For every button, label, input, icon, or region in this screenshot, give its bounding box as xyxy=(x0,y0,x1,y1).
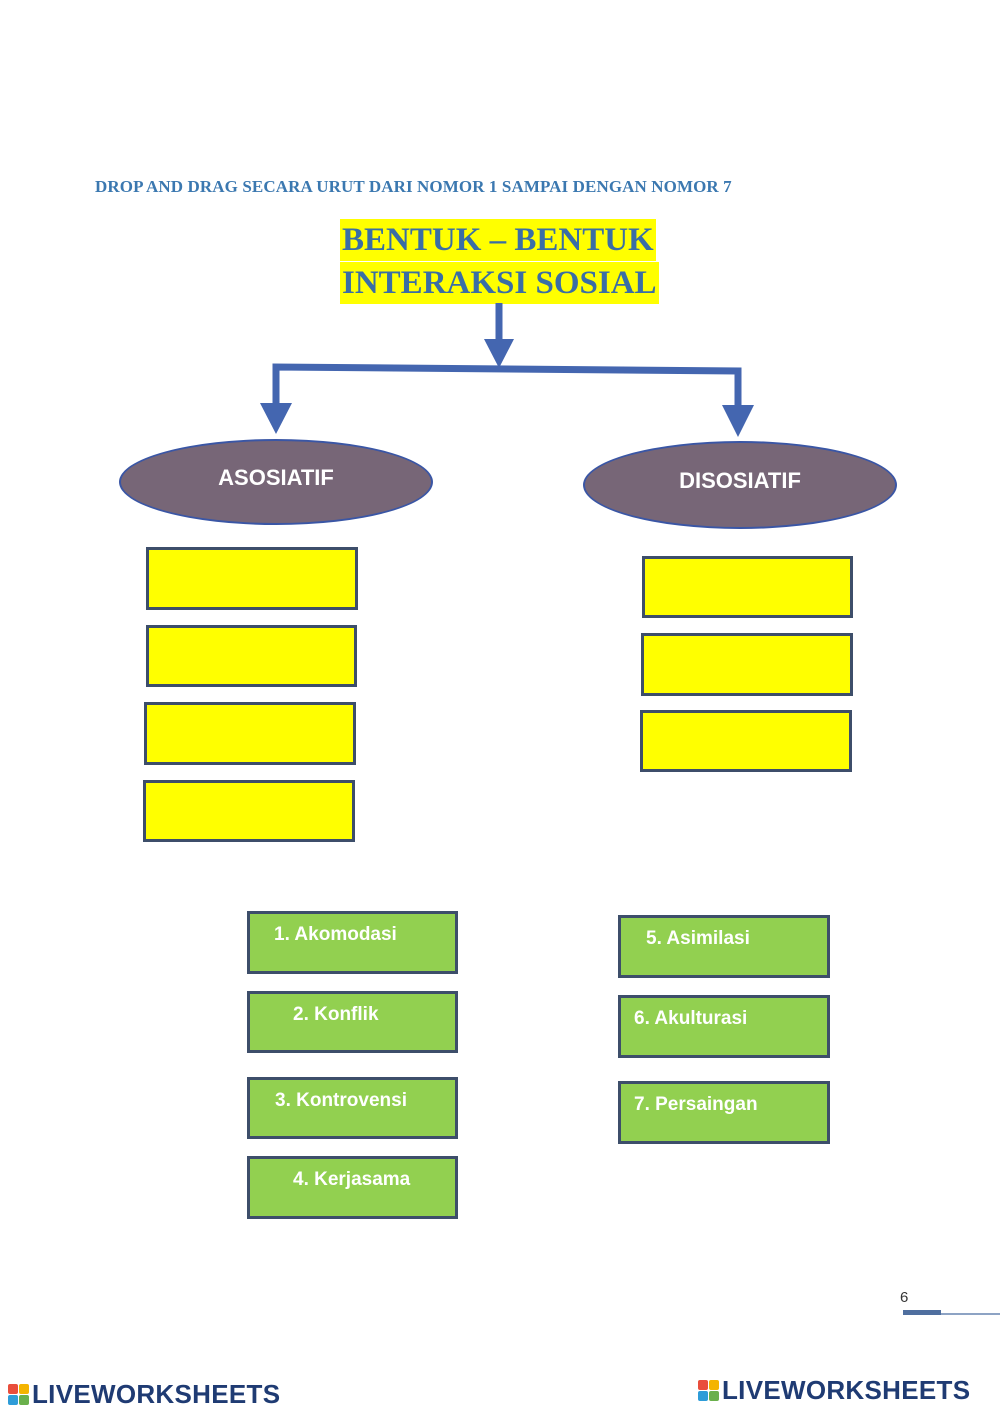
drop-zone-right-2[interactable] xyxy=(641,633,853,696)
category-disosiatif: DISOSIATIF xyxy=(583,441,897,529)
page-number: 9 xyxy=(900,1288,909,1305)
liveworksheets-logo-icon xyxy=(8,1384,29,1405)
drag-tile-label: 5. Asimilasi xyxy=(646,928,750,949)
drag-tile-kerjasama[interactable]: 4. Kerjasama xyxy=(247,1156,458,1219)
brand-name: LIVEWORKSHEETS xyxy=(722,1375,971,1405)
drag-tile-label: 3. Kontrovensi xyxy=(275,1090,407,1111)
liveworksheets-logo-left: LIVEWORKSHEETS xyxy=(8,1379,280,1410)
page-rule-light xyxy=(941,1313,1000,1315)
category-disosiatif-label: DISOSIATIF xyxy=(679,468,801,493)
drop-zone-left-3[interactable] xyxy=(144,702,356,765)
drop-zone-right-3[interactable] xyxy=(640,710,852,772)
drag-tile-asimilasi[interactable]: 5. Asimilasi xyxy=(618,915,830,978)
arrow-head-center xyxy=(484,339,514,368)
drop-zone-left-2[interactable] xyxy=(146,625,357,687)
liveworksheets-logo-right: LIVEWORKSHEETS xyxy=(698,1375,970,1406)
drag-tile-akomodasi[interactable]: 1. Akomodasi xyxy=(247,911,458,974)
arrow-head-right xyxy=(722,405,754,437)
drag-tile-kontrovensi[interactable]: 3. Kontrovensi xyxy=(247,1077,458,1139)
page-rule-dark xyxy=(903,1310,941,1315)
drag-tile-label: 1. Akomodasi xyxy=(274,924,397,945)
drag-tile-label: 7. Persaingan xyxy=(634,1094,758,1115)
brand-name: LIVEWORKSHEETS xyxy=(32,1379,281,1409)
title-line-1: BENTUK – BENTUK xyxy=(340,219,656,261)
drop-zone-right-1[interactable] xyxy=(642,556,853,618)
arrow-head-left xyxy=(260,403,292,434)
liveworksheets-logo-icon xyxy=(698,1380,719,1401)
drag-tile-label: 6. Akulturasi xyxy=(634,1008,748,1029)
drag-tile-persaingan[interactable]: 7. Persaingan xyxy=(618,1081,830,1144)
arrow-branch xyxy=(272,363,742,407)
drag-tile-label: 4. Kerjasama xyxy=(293,1169,411,1190)
category-asosiatif-label: ASOSIATIF xyxy=(218,465,334,490)
drop-zone-left-1[interactable] xyxy=(146,547,358,610)
drag-tile-label: 2. Konflik xyxy=(293,1004,379,1025)
instruction-text: DROP AND DRAG SECARA URUT DARI NOMOR 1 S… xyxy=(95,177,732,196)
title-line-2: INTERAKSI SOSIAL xyxy=(340,262,659,304)
category-asosiatif: ASOSIATIF xyxy=(119,439,433,525)
drop-zone-left-4[interactable] xyxy=(143,780,355,842)
drag-tile-akulturasi[interactable]: 6. Akulturasi xyxy=(618,995,830,1058)
drag-tile-konflik[interactable]: 2. Konflik xyxy=(247,991,458,1053)
